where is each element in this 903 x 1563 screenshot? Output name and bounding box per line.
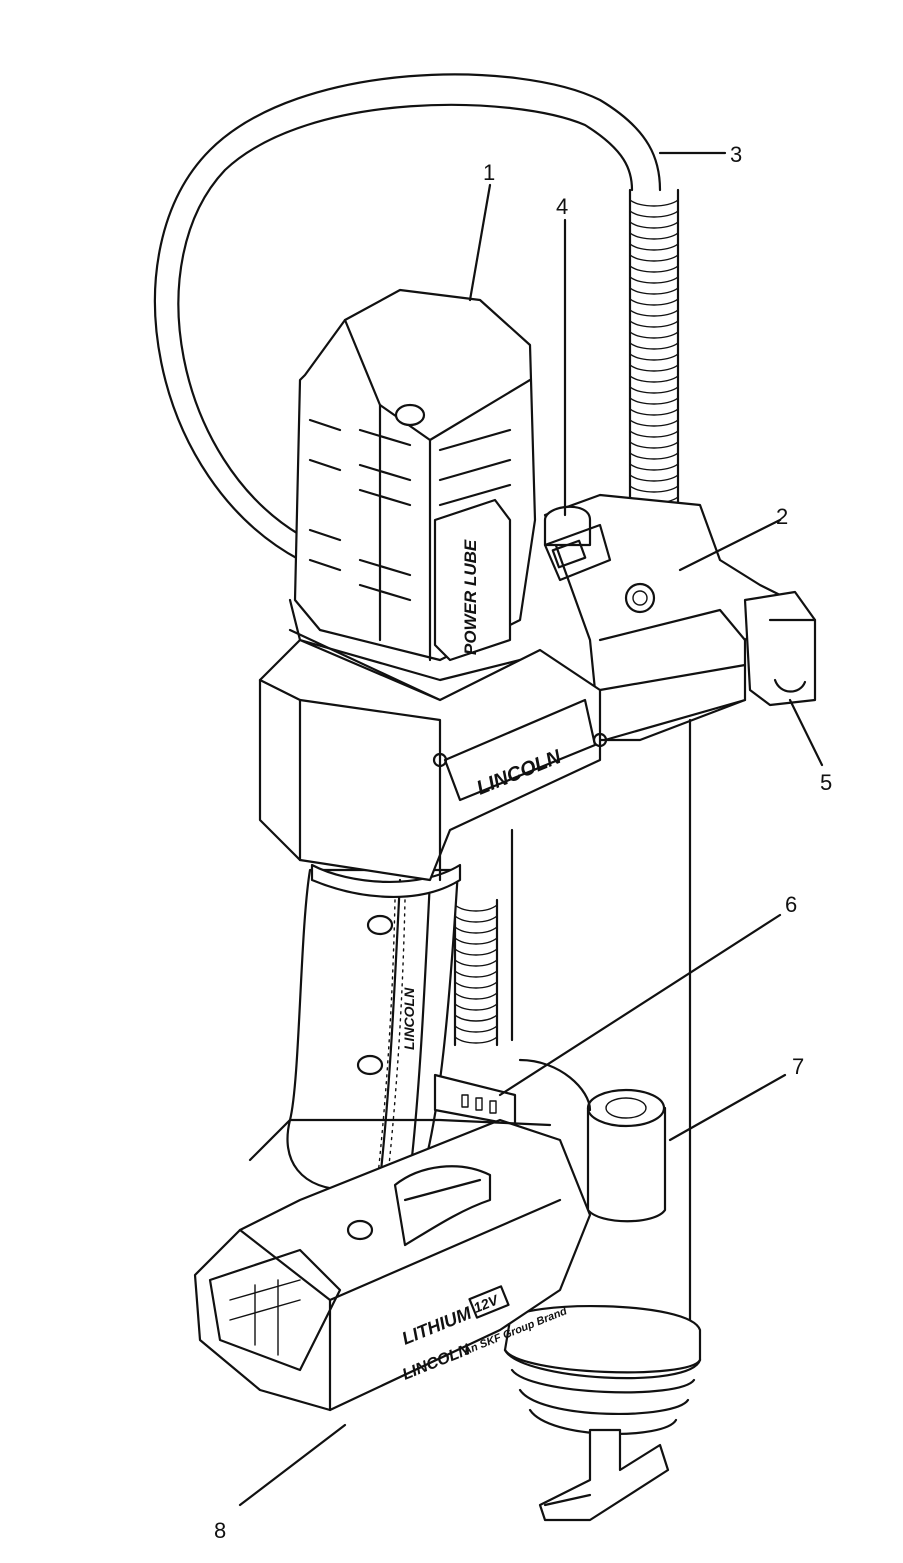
spring-coil — [454, 992, 498, 1000]
callout-numbers: 1 2 3 4 5 6 7 8 — [214, 142, 832, 1543]
spring-coil — [629, 331, 679, 339]
spring-coil — [629, 430, 679, 438]
spring-coil — [629, 287, 679, 295]
spring-coil — [454, 959, 498, 967]
spring-coil — [454, 1025, 498, 1033]
handle: LINCOLN — [286, 863, 462, 1192]
spring-coil — [629, 276, 679, 284]
callout-2: 2 — [776, 504, 788, 529]
spring-coil — [454, 970, 498, 978]
grease-tube — [503, 718, 702, 1522]
spring-coil — [629, 397, 679, 405]
spring-coil — [629, 353, 679, 361]
leader-7 — [668, 1073, 787, 1142]
spring-coil — [629, 364, 679, 372]
hose-spring-guard — [610, 188, 698, 562]
gear-housing: LINCOLN — [258, 638, 608, 882]
spring-coil — [454, 904, 498, 912]
spring-coil — [629, 408, 679, 416]
spring-coil — [454, 1003, 498, 1011]
battery-indicator — [433, 1073, 517, 1127]
callout-1: 1 — [483, 160, 495, 185]
spring-coil — [629, 232, 679, 240]
spring-coil — [629, 254, 679, 262]
spring-coil — [629, 320, 679, 328]
spring-coil — [629, 474, 679, 482]
spring-coil — [454, 948, 498, 956]
spring-coil — [629, 342, 679, 350]
spring-coil — [629, 386, 679, 394]
pump-head — [543, 493, 817, 742]
leader-6 — [498, 913, 782, 1097]
spring-coil — [454, 1036, 498, 1044]
spring-coil — [454, 926, 498, 934]
spring-coil — [629, 463, 679, 471]
callout-5: 5 — [820, 770, 832, 795]
spring-coil — [629, 298, 679, 306]
callout-7: 7 — [792, 1054, 804, 1079]
spring-coil — [629, 441, 679, 449]
leader-8 — [238, 1423, 347, 1507]
spring-coil — [454, 915, 498, 923]
spring-coil — [454, 1014, 498, 1022]
spring-coil — [629, 375, 679, 383]
callout-8: 8 — [214, 1518, 226, 1543]
spring-coil — [454, 981, 498, 989]
motor-badge-text: POWER LUBE — [461, 539, 480, 655]
spring-coil — [629, 221, 679, 229]
motor-housing: POWER LUBE — [288, 288, 537, 732]
spring-coil — [629, 485, 679, 493]
hose — [153, 73, 662, 562]
spring-coil — [629, 199, 679, 207]
lower-spring — [453, 898, 667, 1223]
spring-coil — [454, 937, 498, 945]
leader-2 — [678, 518, 782, 572]
leader-lines — [238, 151, 824, 1507]
spring-coil — [629, 419, 679, 427]
spring-coil — [629, 309, 679, 317]
spring-coil — [629, 265, 679, 273]
callout-6: 6 — [785, 892, 797, 917]
spring-coil — [629, 210, 679, 218]
leader-1 — [468, 183, 492, 302]
spring-coil — [629, 243, 679, 251]
spring-coil — [629, 452, 679, 460]
callout-4: 4 — [556, 194, 568, 219]
callout-3: 3 — [730, 142, 742, 167]
handle-brand-text: LINCOLN — [401, 987, 417, 1050]
leader-5 — [788, 698, 824, 767]
